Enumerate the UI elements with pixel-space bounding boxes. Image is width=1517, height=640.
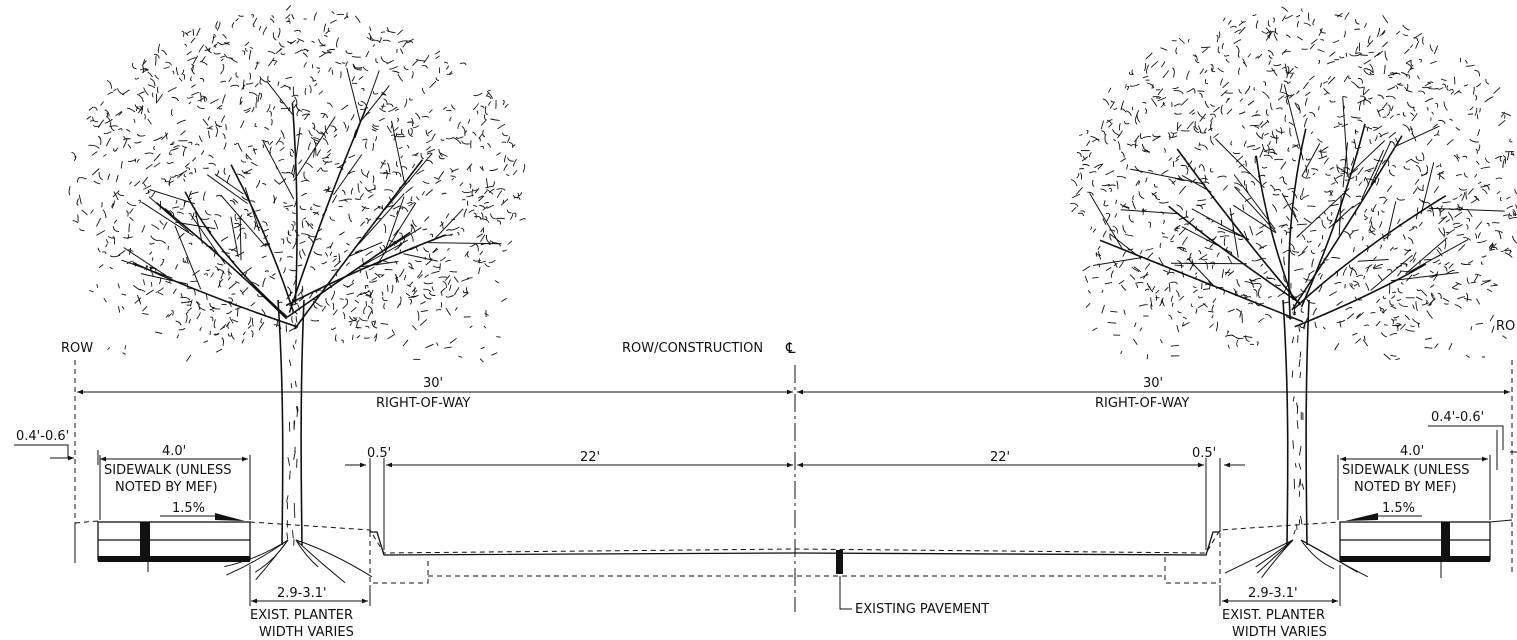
- tree-left-icon: [68, 5, 526, 584]
- offset-label-left: 0.4'-0.6': [16, 429, 69, 444]
- sidewalk-section-right: [1339, 521, 1491, 562]
- offset-leader-right: [1428, 425, 1504, 450]
- sidewalk-width-right: 4.0': [1400, 444, 1424, 459]
- sidewalk-note-right-1: SIDEWALK (UNLESS: [1342, 463, 1470, 478]
- sidewalk-note-left-2: NOTED BY MEF): [115, 480, 218, 495]
- slope-label-left: 1.5%: [172, 501, 205, 516]
- planter-note-left-2: WIDTH VARIES: [259, 625, 354, 640]
- centerline-label: ROW/CONSTRUCTION: [622, 341, 763, 356]
- offset-leader-left: [14, 444, 69, 458]
- ground-left-a: [74, 520, 99, 524]
- tree-right-icon: [1070, 6, 1517, 578]
- right-of-way-label-left: RIGHT-OF-WAY: [376, 396, 470, 411]
- centerline-icon: ℄: [785, 339, 796, 357]
- lane-width-left: 22': [580, 450, 600, 465]
- planter-note-right-2: WIDTH VARIES: [1232, 625, 1327, 640]
- existing-pavement-label: EXISTING PAVEMENT: [855, 602, 989, 617]
- sidewalk-note-left-1: SIDEWALK (UNLESS: [104, 463, 232, 478]
- roadway-profile: [249, 521, 1341, 584]
- planter-note-left-1: EXIST. PLANTER: [250, 608, 353, 623]
- existing-pavement-mark: [836, 550, 843, 574]
- sidewalk-width-left: 4.0': [162, 444, 186, 459]
- row-label-right: RO: [1496, 319, 1515, 334]
- slope-arrow-left: [215, 513, 245, 521]
- planter-note-right-1: EXIST. PLANTER: [1222, 608, 1325, 623]
- gutter-width-right: 0.5': [1192, 446, 1216, 461]
- right-of-way-label-right: RIGHT-OF-WAY: [1095, 396, 1189, 411]
- sidewalk-note-right-2: NOTED BY MEF): [1354, 480, 1457, 495]
- row-label-left: ROW: [61, 341, 93, 356]
- gutter-width-left: 0.5': [367, 446, 391, 461]
- sidewalk-section-left: [97, 521, 251, 562]
- lane-width-right: 22': [990, 450, 1010, 465]
- existing-pavement-leader: [839, 576, 852, 610]
- offset-label-right: 0.4'-0.6': [1431, 410, 1484, 425]
- sidewalk-edge-right: [1489, 519, 1513, 523]
- slope-label-right: 1.5%: [1382, 501, 1415, 516]
- planter-width-right: 2.9-3.1': [1248, 586, 1298, 601]
- row-width-left: 30': [423, 376, 443, 391]
- row-width-right: 30': [1143, 376, 1163, 391]
- planter-width-left: 2.9-3.1': [277, 586, 327, 601]
- slope-arrow-right: [1345, 513, 1378, 521]
